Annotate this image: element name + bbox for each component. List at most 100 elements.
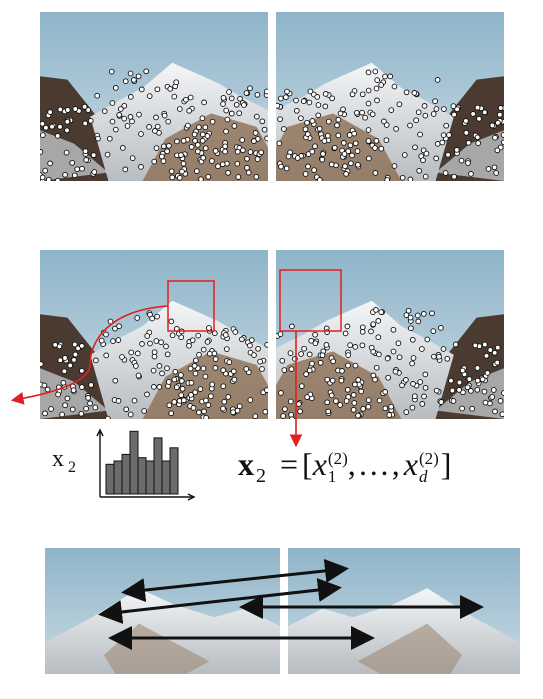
histogram-bar — [137, 457, 147, 495]
keypoint-dot — [189, 337, 196, 344]
keypoint-dot — [450, 103, 457, 109]
keypoint-dot — [348, 160, 354, 167]
keypoint-dot — [83, 157, 90, 163]
equation-ellipsis: … — [357, 446, 390, 482]
keypoint-dot — [403, 409, 410, 415]
keypoint-dot — [499, 411, 504, 418]
keypoint-dot — [337, 110, 344, 117]
keypoint-dot — [180, 160, 187, 167]
keypoint-dot — [234, 148, 241, 155]
keypoint-dot — [452, 341, 459, 348]
keypoint-dot — [408, 325, 414, 332]
keypoint-dot — [196, 351, 202, 358]
keypoint-dot — [500, 132, 504, 138]
keypoint-dot — [417, 131, 423, 138]
keypoint-dot — [293, 107, 300, 114]
keypoint-dot — [122, 166, 129, 173]
left-peak-crop — [45, 548, 280, 674]
keypoint-dot — [112, 126, 119, 133]
keypoint-dot — [305, 163, 311, 170]
keypoint-dot — [366, 155, 372, 162]
keypoint-dot — [306, 351, 313, 358]
keypoint-dot — [416, 167, 423, 174]
keypoint-dot — [284, 88, 290, 95]
keypoint-dot — [127, 411, 134, 418]
keypoint-dot — [127, 94, 134, 100]
keypoint-dot — [384, 177, 391, 181]
keypoint-dot — [464, 384, 471, 391]
keypoint-dot — [281, 367, 288, 373]
keypoint-dot — [91, 169, 98, 175]
keypoint-dot — [259, 366, 265, 372]
keypoint-dot — [419, 401, 426, 407]
keypoint-dot — [489, 122, 496, 129]
equation-comma: , — [347, 446, 356, 482]
histogram-bar — [153, 437, 163, 495]
keypoint-dot — [433, 387, 440, 394]
keypoint-dot — [230, 409, 236, 416]
keypoint-dot — [322, 91, 329, 97]
keypoint-dot — [491, 164, 498, 171]
keypoint-dot — [365, 397, 372, 403]
keypoint-dot — [324, 376, 331, 383]
keypoint-dot — [393, 126, 399, 132]
keypoint-dot — [154, 86, 161, 93]
keypoint-dot — [358, 388, 365, 395]
keypoint-dot — [171, 399, 178, 405]
keypoint-dot — [451, 173, 457, 180]
keypoint-dot — [71, 357, 77, 363]
keypoint-dot — [351, 130, 358, 137]
keypoint-dot — [166, 142, 172, 149]
keypoint-dot — [188, 144, 195, 150]
keypoint-dot — [407, 122, 413, 129]
keypoint-dot — [212, 356, 219, 362]
keypoint-dot — [40, 132, 46, 138]
keypoint-dot — [422, 371, 429, 378]
keypoint-dot — [405, 307, 412, 314]
histogram-bar — [113, 460, 123, 495]
keypoint-dot — [396, 354, 403, 361]
keypoint-dot — [317, 359, 324, 366]
keypoint-dot — [399, 174, 406, 181]
histogram-bar — [129, 430, 139, 495]
keypoint-dot — [74, 166, 81, 173]
keypoint-dot — [154, 123, 161, 130]
keypoint-dot — [469, 405, 476, 412]
keypoint-dot — [354, 148, 361, 154]
keypoint-dot — [378, 145, 385, 152]
keypoint-dot — [410, 381, 416, 387]
keypoint-dot — [71, 172, 78, 179]
keypoint-dot — [79, 384, 85, 390]
keypoint-dot — [85, 395, 91, 401]
keypoint-dot — [196, 124, 202, 131]
keypoint-dot — [90, 152, 97, 158]
keypoint-dot — [233, 101, 240, 108]
keypoint-dot — [474, 377, 481, 384]
keypoint-dot — [215, 163, 221, 170]
histogram-label-base: x — [52, 446, 64, 472]
keypoint-dot — [200, 365, 207, 372]
keypoint-dot — [382, 405, 389, 412]
keypoint-dot — [373, 85, 380, 92]
keypoint-dot — [225, 394, 232, 400]
keypoint-dot — [232, 329, 239, 335]
keypoint-dot — [440, 132, 447, 138]
keypoint-dot — [442, 170, 449, 176]
keypoint-dot — [407, 176, 414, 181]
keypoint-dot — [247, 85, 253, 92]
keypoint-dot — [485, 166, 492, 172]
keypoint-dot — [224, 116, 231, 123]
keypoint-dot — [373, 137, 380, 144]
keypoint-dot — [69, 406, 76, 413]
keypoint-dot — [421, 393, 427, 400]
keypoint-dot — [44, 386, 51, 393]
keypoint-dot — [60, 379, 67, 386]
keypoint-dot — [465, 139, 472, 146]
keypoint-dot — [151, 158, 158, 165]
keypoint-dot — [456, 379, 463, 386]
keypoint-dot — [131, 397, 138, 404]
keypoint-dot — [474, 134, 481, 141]
equation-close-bracket: ] — [440, 446, 452, 482]
keypoint-dot — [444, 355, 451, 362]
keypoint-dot — [104, 151, 111, 158]
